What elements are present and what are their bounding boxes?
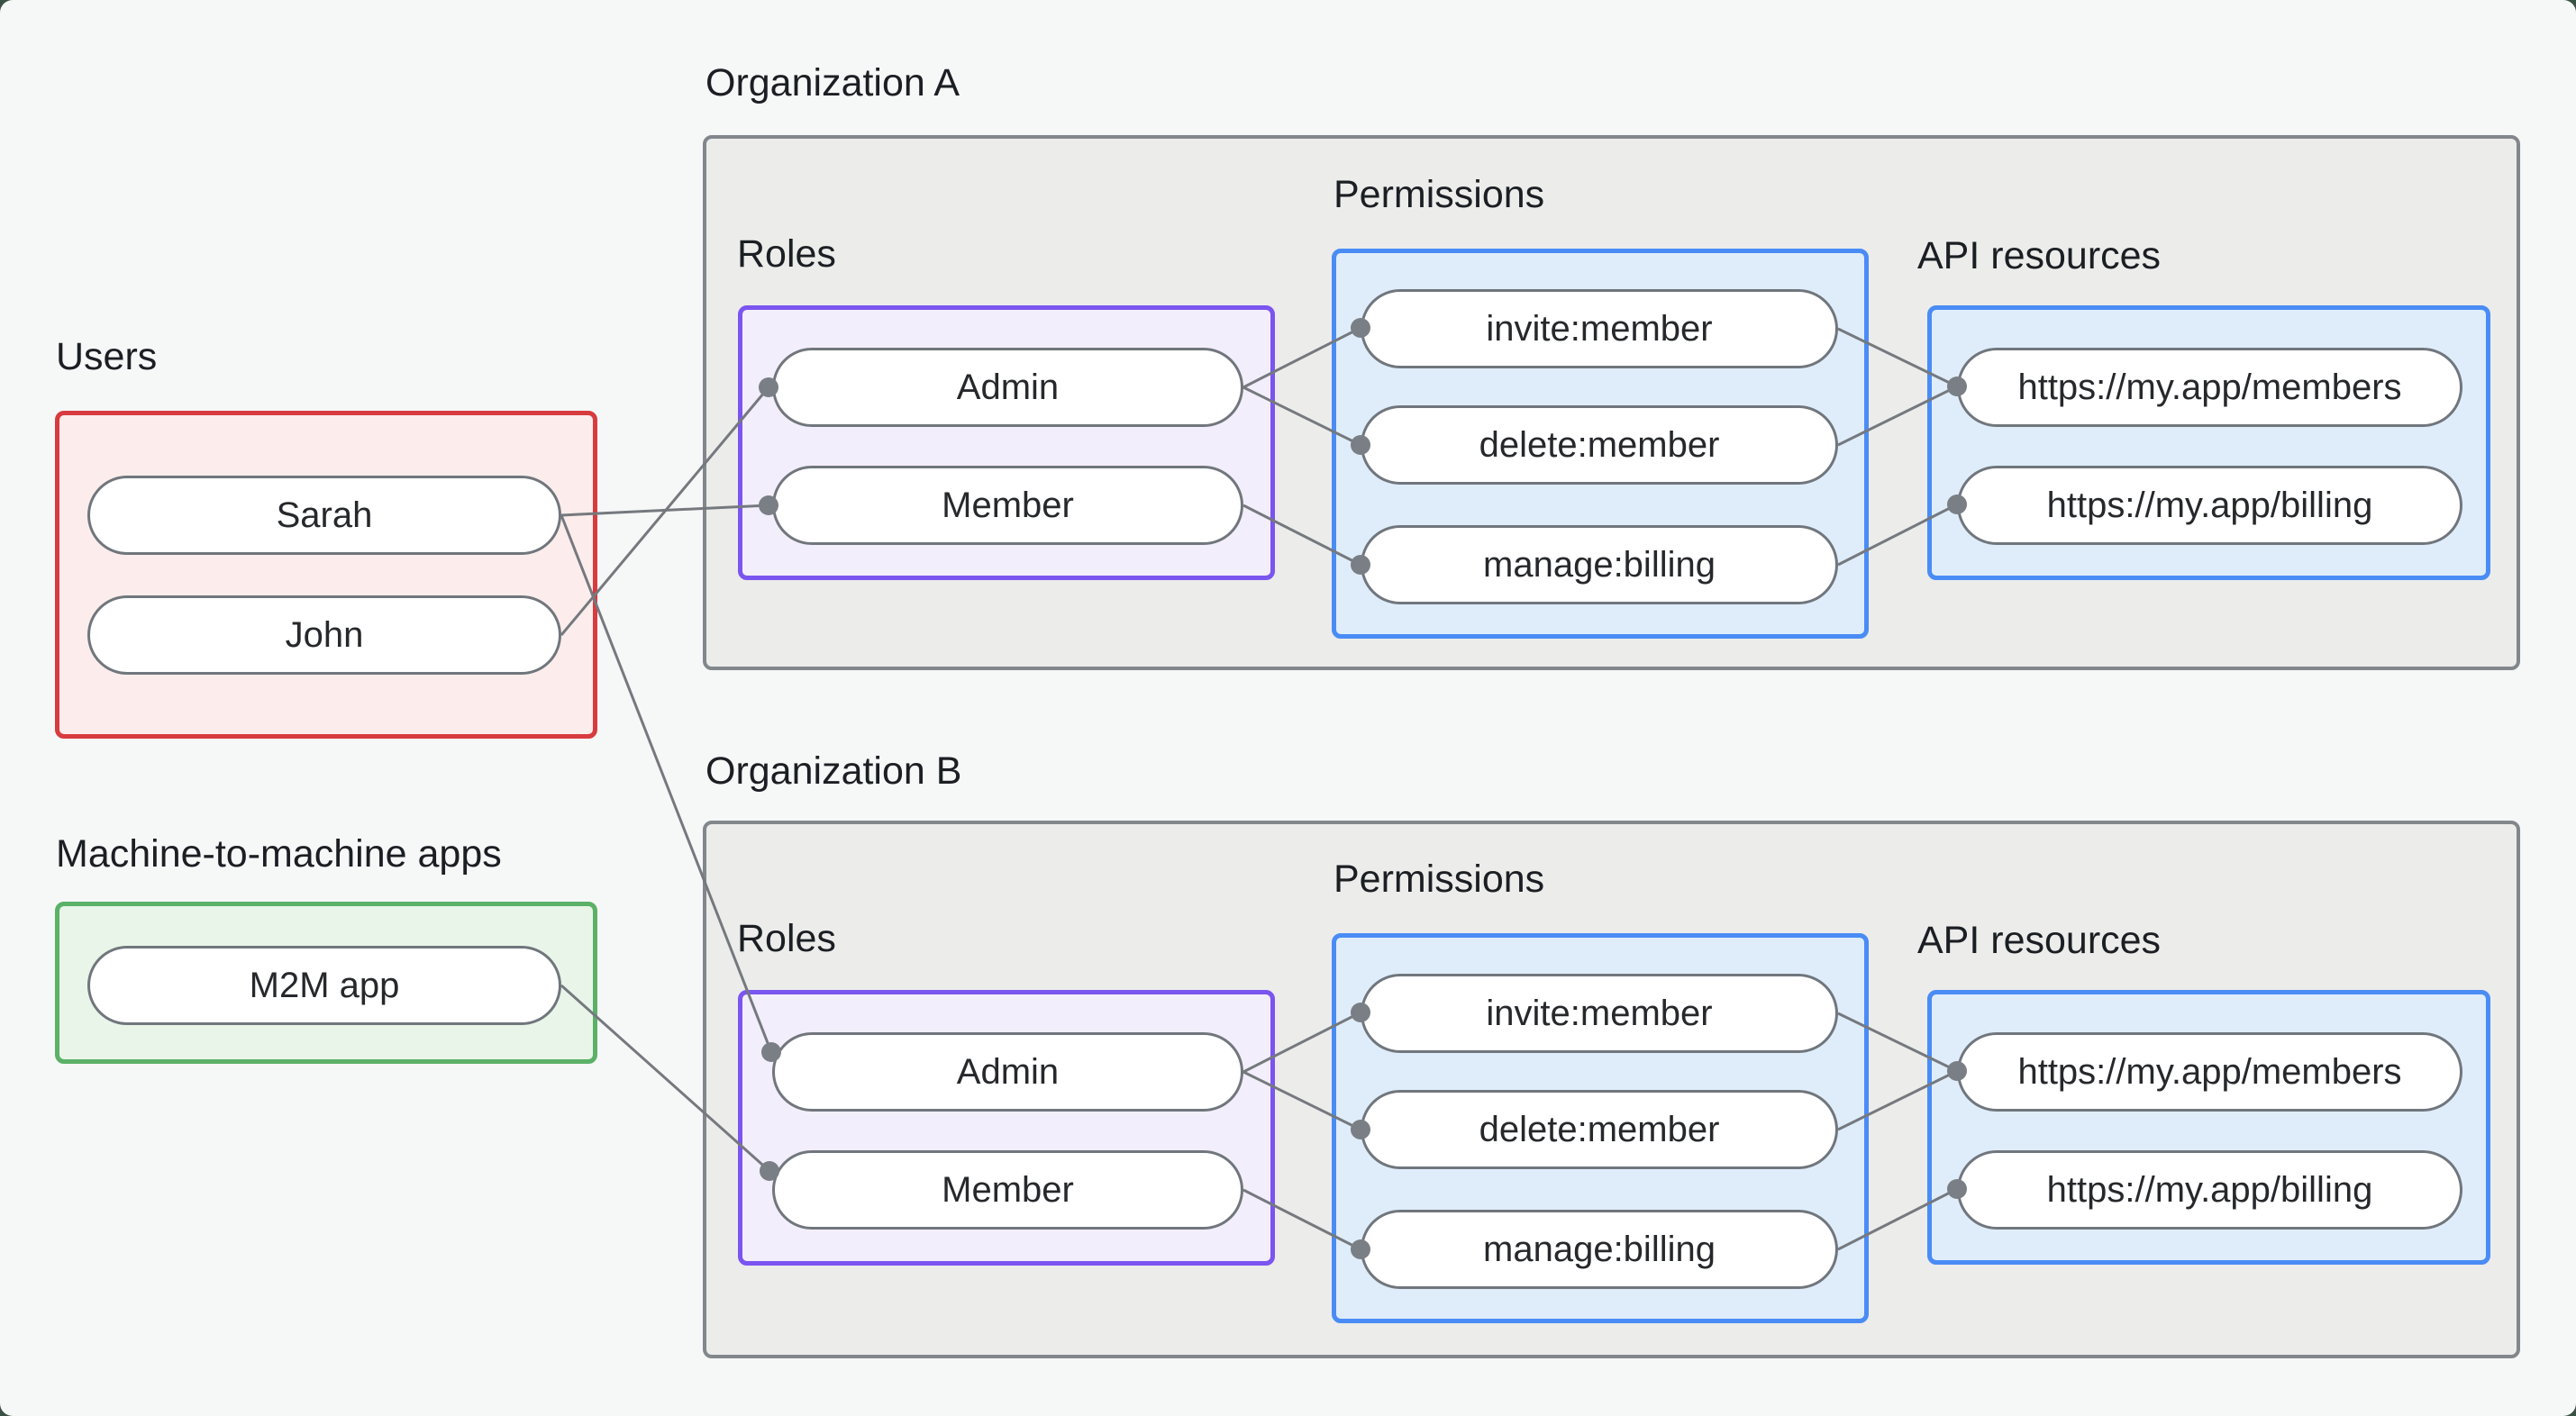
node-label: delete:member — [1479, 424, 1720, 465]
node-label: manage:billing — [1483, 1229, 1716, 1269]
node-user-sarah: Sarah — [87, 476, 561, 555]
m2m-section-label: Machine-to-machine apps — [56, 832, 502, 876]
node-user-john: John — [87, 595, 561, 675]
org-b-title: Organization B — [705, 749, 962, 793]
node-org-b-perm-delete: delete:member — [1361, 1090, 1838, 1169]
node-label: invite:member — [1486, 993, 1713, 1033]
node-label: Member — [942, 1169, 1074, 1210]
node-org-a-role-member: Member — [772, 466, 1243, 545]
node-org-b-perm-invite: invite:member — [1361, 974, 1838, 1053]
node-label: John — [285, 614, 364, 655]
node-m2m-app: M2M app — [87, 946, 561, 1025]
org-a-title: Organization A — [705, 61, 960, 104]
node-org-b-api-billing: https://my.app/billing — [1957, 1150, 2462, 1230]
node-label: M2M app — [249, 965, 400, 1005]
node-label: Member — [942, 485, 1074, 525]
org-b-permissions-label: Permissions — [1334, 858, 1545, 901]
org-a-permissions-label: Permissions — [1334, 173, 1545, 216]
org-b-api-label: API resources — [1917, 919, 2162, 962]
node-label: https://my.app/billing — [2046, 1169, 2373, 1210]
node-org-a-perm-delete: delete:member — [1361, 405, 1838, 485]
org-a-roles-label: Roles — [737, 232, 836, 276]
node-label: Admin — [956, 367, 1060, 407]
node-org-b-role-member: Member — [772, 1150, 1243, 1230]
org-a-api-label: API resources — [1917, 234, 2162, 277]
node-label: Admin — [956, 1051, 1060, 1092]
node-label: https://my.app/members — [2017, 367, 2402, 407]
node-label: Sarah — [276, 495, 373, 535]
node-org-a-api-members: https://my.app/members — [1957, 348, 2462, 427]
node-org-a-api-billing: https://my.app/billing — [1957, 466, 2462, 545]
node-label: invite:member — [1486, 308, 1713, 349]
node-label: https://my.app/billing — [2046, 485, 2373, 525]
node-org-a-perm-invite: invite:member — [1361, 289, 1838, 368]
node-label: https://my.app/members — [2017, 1051, 2402, 1092]
node-org-b-perm-manage: manage:billing — [1361, 1210, 1838, 1289]
node-org-b-role-admin: Admin — [772, 1032, 1243, 1112]
node-label: manage:billing — [1483, 544, 1716, 585]
node-org-a-perm-manage: manage:billing — [1361, 525, 1838, 604]
node-org-a-role-admin: Admin — [772, 348, 1243, 427]
org-b-roles-label: Roles — [737, 917, 836, 960]
node-label: delete:member — [1479, 1109, 1720, 1149]
users-box — [55, 411, 597, 739]
users-section-label: Users — [56, 335, 158, 378]
node-org-b-api-members: https://my.app/members — [1957, 1032, 2462, 1112]
